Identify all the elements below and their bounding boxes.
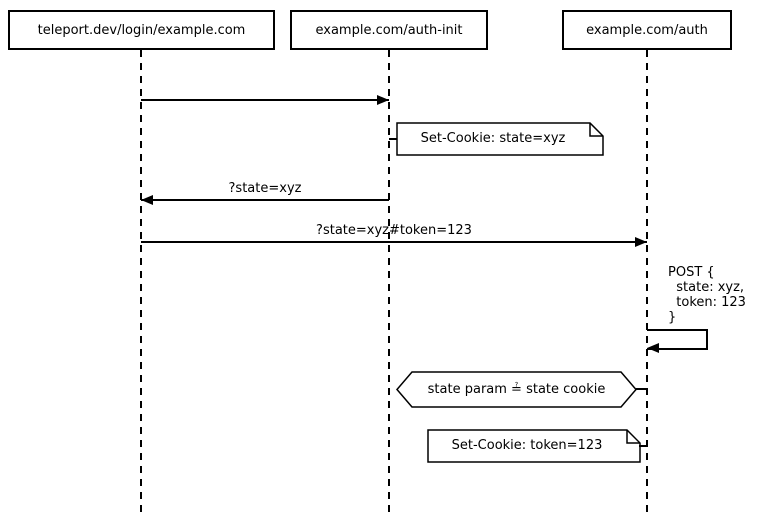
participant-box-teleport-login: teleport.dev/login/example.com xyxy=(8,10,275,50)
note-fold-icon xyxy=(626,430,640,444)
condition-connector xyxy=(636,388,647,390)
lifeline-auth xyxy=(646,50,648,516)
participant-label: teleport.dev/login/example.com xyxy=(37,22,246,38)
note-shape-2 xyxy=(427,429,641,463)
note-text-1: Set-Cookie: state=xyz xyxy=(420,131,566,146)
message-arrow-2 xyxy=(141,199,389,201)
note-fold-icon xyxy=(589,123,603,137)
lifeline-teleport-login xyxy=(140,50,142,516)
condition-text: state param ≟ state cookie xyxy=(427,382,606,397)
note-connector-2 xyxy=(639,445,647,447)
message-arrow-1 xyxy=(141,99,389,101)
arrowhead-right-icon xyxy=(377,95,389,105)
note-connector-1 xyxy=(389,138,397,140)
self-message-loop xyxy=(647,329,708,350)
message-label-3: ?state=xyz#token=123 xyxy=(316,223,472,238)
self-message-label: POST { state: xyz, token: 123 } xyxy=(668,265,746,325)
arrowhead-left-icon xyxy=(141,195,153,205)
note-text-2: Set-Cookie: token=123 xyxy=(451,438,603,453)
note-shape-1 xyxy=(396,122,604,156)
arrowhead-left-icon xyxy=(647,343,659,353)
participant-label: example.com/auth xyxy=(586,22,708,38)
message-arrow-3 xyxy=(141,241,647,243)
lifeline-auth-init xyxy=(388,50,390,516)
participant-label: example.com/auth-init xyxy=(315,22,463,38)
participant-box-auth-init: example.com/auth-init xyxy=(290,10,488,50)
message-label-2: ?state=xyz xyxy=(228,181,302,196)
participant-box-auth: example.com/auth xyxy=(562,10,732,50)
arrowhead-right-icon xyxy=(635,237,647,247)
